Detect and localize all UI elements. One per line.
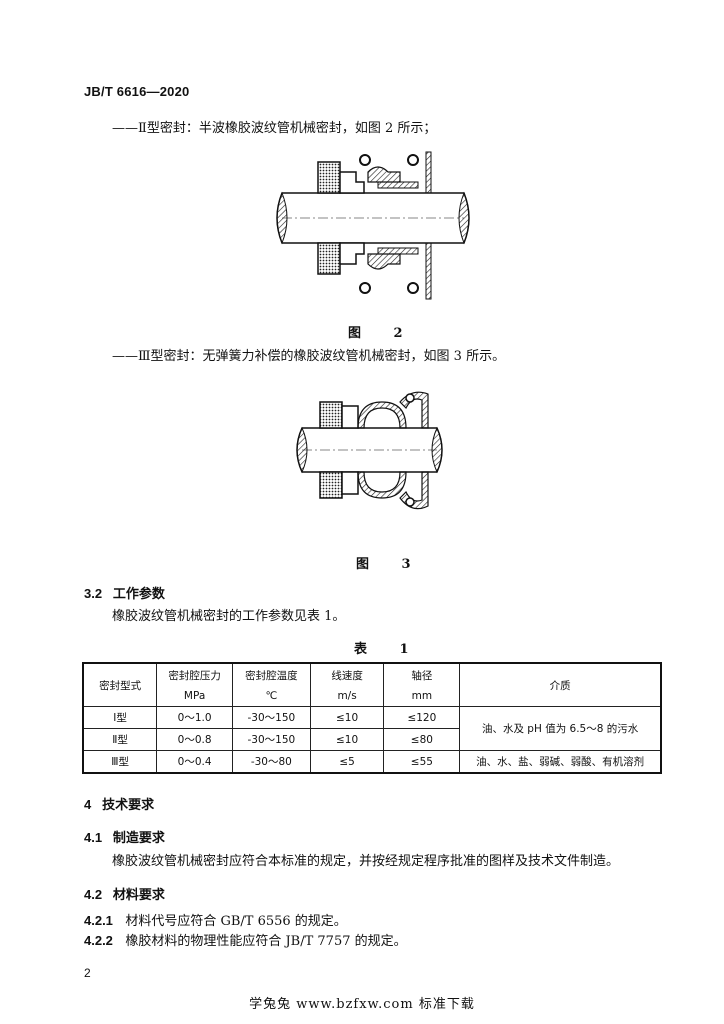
- section-number: 3.2: [84, 586, 103, 601]
- cell-speed: ≤5: [309, 750, 385, 774]
- cell-shaft: ≤55: [383, 750, 461, 774]
- header-speed: 线速度: [309, 662, 385, 686]
- section-title: 技术要求: [102, 798, 155, 813]
- page-number: 2: [84, 966, 91, 980]
- footer-watermark-text: 学兔兔 www.bzfxw.com 标准下载: [249, 997, 475, 1012]
- section-number: 4: [84, 797, 92, 812]
- clause-number: 4.2.1: [84, 913, 113, 928]
- clause-text: 材料代号应符合 GB/T 6556 的规定。: [125, 914, 347, 929]
- header-temperature-unit: ℃: [231, 686, 311, 707]
- table-row: Ⅱ型 0～0.8 -30～150 ≤10 ≤80: [82, 728, 661, 751]
- cell-temperature: -30～150: [231, 706, 311, 729]
- cell-pressure: 0～1.0: [156, 706, 233, 729]
- section-number: 4.1: [84, 830, 103, 845]
- cell-pressure: 0～0.4: [156, 750, 233, 774]
- cell-temperature: -30～80: [231, 750, 311, 774]
- cell-type: Ⅱ型: [82, 728, 158, 751]
- figure-2-drawing: [276, 151, 470, 300]
- cell-pressure: 0～0.8: [156, 728, 233, 751]
- table-row: Ⅲ型 0～0.4 -30～80 ≤5 ≤55 油、水、盐、弱碱、弱酸、有机溶剂: [82, 750, 662, 774]
- cell-shaft: ≤80: [383, 728, 461, 751]
- section-title: 材料要求: [112, 888, 165, 903]
- para-type2-seal: ——Ⅱ型密封：半波橡胶波纹管机械密封，如图 2 所示；: [112, 121, 437, 136]
- clause-text: 橡胶材料的物理性能应符合 JB/T 7757 的规定。: [125, 934, 407, 949]
- work-parameter-table: 密封型式 密封腔压力 密封腔温度 线速度 轴径 介质 MPa ℃ m/s mm …: [82, 662, 662, 774]
- cell-type: Ⅲ型: [82, 750, 158, 774]
- header-seal-type: 密封型式: [82, 662, 158, 707]
- section-4-1-text: 橡胶波纹管机械密封应符合本标准的规定，并按经规定程序批准的图样及技术文件制造。: [112, 854, 620, 869]
- section-3-2-text: 橡胶波纹管机械密封的工作参数见表 1。: [112, 609, 346, 624]
- figure-2-caption: 图 2: [348, 326, 417, 341]
- cell-medium: 油、水、盐、弱碱、弱酸、有机溶剂: [459, 750, 662, 774]
- header-shaft: 轴径: [383, 662, 461, 686]
- table-row: Ⅰ型 0～1.0 -30～150 ≤10 ≤120 油、水及 pH 值为 6.5…: [82, 706, 662, 751]
- para-type3-seal: ——Ⅲ型密封：无弹簧力补偿的橡胶波纹管机械密封，如图 3 所示。: [112, 349, 506, 364]
- header-pressure: 密封腔压力: [156, 662, 233, 686]
- clause-number: 4.2.2: [84, 933, 113, 948]
- cell-speed: ≤10: [309, 706, 385, 729]
- header-temperature: 密封腔温度: [231, 662, 311, 686]
- section-title: 工作参数: [112, 587, 165, 602]
- figure-3-caption: 图 3: [356, 557, 425, 572]
- cell-shaft: ≤120: [383, 706, 461, 729]
- header-speed-unit: m/s: [309, 686, 385, 707]
- clause-4-2-1: 4.2.1 材料代号应符合 GB/T 6556 的规定。: [84, 913, 347, 930]
- section-3-2-heading: 3.2 工作参数: [84, 583, 165, 602]
- clause-4-2-2: 4.2.2 橡胶材料的物理性能应符合 JB/T 7757 的规定。: [84, 933, 407, 950]
- section-4-heading: 4 技术要求: [84, 794, 154, 813]
- cell-temperature: -30～150: [231, 728, 311, 751]
- section-4-2-heading: 4.2 材料要求: [84, 884, 165, 903]
- standard-code: JB/T 6616—2020: [84, 84, 190, 99]
- section-number: 4.2: [84, 887, 103, 902]
- figure-3-drawing: [296, 391, 443, 510]
- header-shaft-unit: mm: [383, 686, 461, 707]
- section-title: 制造要求: [112, 831, 165, 846]
- cell-speed: ≤10: [309, 728, 385, 751]
- section-4-1-heading: 4.1 制造要求: [84, 827, 165, 846]
- header-medium: 介质: [459, 662, 662, 707]
- cell-medium: 油、水及 pH 值为 6.5～8 的污水: [459, 706, 662, 751]
- table-1-caption: 表 1: [354, 642, 423, 657]
- cell-type: Ⅰ型: [82, 706, 158, 729]
- header-pressure-unit: MPa: [156, 686, 233, 707]
